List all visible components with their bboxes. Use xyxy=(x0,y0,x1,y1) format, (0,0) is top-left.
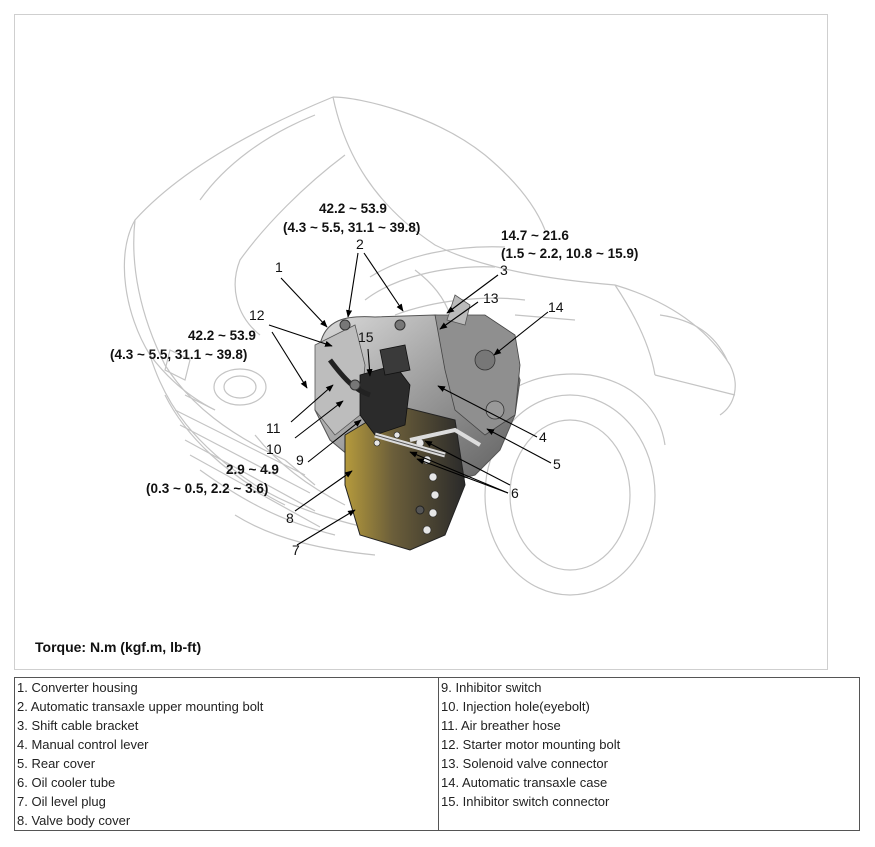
legend-item: 7. Oil level plug xyxy=(17,794,106,809)
torque-spec-top-secondary: (4.3 ~ 5.5, 31.1 ~ 39.8) xyxy=(283,220,421,235)
callout-12: 12 xyxy=(249,307,265,323)
legend-item: 9. Inhibitor switch xyxy=(441,680,542,695)
callout-15: 15 xyxy=(358,329,374,345)
legend-item: 8. Valve body cover xyxy=(17,813,131,828)
torque-spec-left-secondary: (4.3 ~ 5.5, 31.1 ~ 39.8) xyxy=(110,347,248,362)
callout-11: 11 xyxy=(266,420,281,436)
legend-column-right: 9. Inhibitor switch 10. Injection hole(e… xyxy=(439,678,860,831)
callout-2: 2 xyxy=(356,236,364,252)
legend-item: 11. Air breather hose xyxy=(441,718,561,733)
legend-item: 4. Manual control lever xyxy=(17,737,149,752)
legend-item: 2. Automatic transaxle upper mounting bo… xyxy=(17,699,264,714)
callout-4: 4 xyxy=(539,429,547,445)
transaxle-diagram: 42.2 ~ 53.9 (4.3 ~ 5.5, 31.1 ~ 39.8) 14.… xyxy=(14,14,828,670)
torque-spec-right-primary: 14.7 ~ 21.6 xyxy=(501,228,569,243)
legend-item: 15. Inhibitor switch connector xyxy=(441,794,610,809)
callout-7: 7 xyxy=(292,542,300,558)
legend-item: 5. Rear cover xyxy=(17,756,96,771)
legend-item: 6. Oil cooler tube xyxy=(17,775,116,790)
callout-10: 10 xyxy=(266,441,282,457)
leader-lines xyxy=(268,252,552,546)
legend-item: 12. Starter motor mounting bolt xyxy=(441,737,621,752)
torque-spec-right-secondary: (1.5 ~ 2.2, 10.8 ~ 15.9) xyxy=(501,246,639,261)
callout-13: 13 xyxy=(483,290,499,306)
torque-spec-top-primary: 42.2 ~ 53.9 xyxy=(319,201,387,216)
legend-item: 10. Injection hole(eyebolt) xyxy=(441,699,590,714)
legend-item: 1. Converter housing xyxy=(17,680,138,695)
torque-spec-bottom-secondary: (0.3 ~ 0.5, 2.2 ~ 3.6) xyxy=(146,481,269,496)
diagram-drawing xyxy=(123,96,736,596)
callout-8: 8 xyxy=(286,510,294,526)
legend-column-left: 1. Converter housing 2. Automatic transa… xyxy=(14,677,439,831)
callout-5: 5 xyxy=(553,456,561,472)
torque-spec-bottom-primary: 2.9 ~ 4.9 xyxy=(226,462,279,477)
torque-unit-note: Torque: N.m (kgf.m, lb-ft) xyxy=(35,639,202,655)
callout-9: 9 xyxy=(296,452,304,468)
callout-1: 1 xyxy=(275,259,283,275)
transaxle-assembly xyxy=(314,294,521,551)
callout-14: 14 xyxy=(548,299,564,315)
callout-3: 3 xyxy=(500,262,508,278)
callout-6: 6 xyxy=(511,485,519,501)
torque-spec-left-primary: 42.2 ~ 53.9 xyxy=(188,328,256,343)
legend-item: 14. Automatic transaxle case xyxy=(441,775,608,790)
legend-item: 3. Shift cable bracket xyxy=(17,718,139,733)
parts-legend-table: 1. Converter housing 2. Automatic transa… xyxy=(14,677,860,831)
legend-item: 13. Solenoid valve connector xyxy=(441,756,608,771)
